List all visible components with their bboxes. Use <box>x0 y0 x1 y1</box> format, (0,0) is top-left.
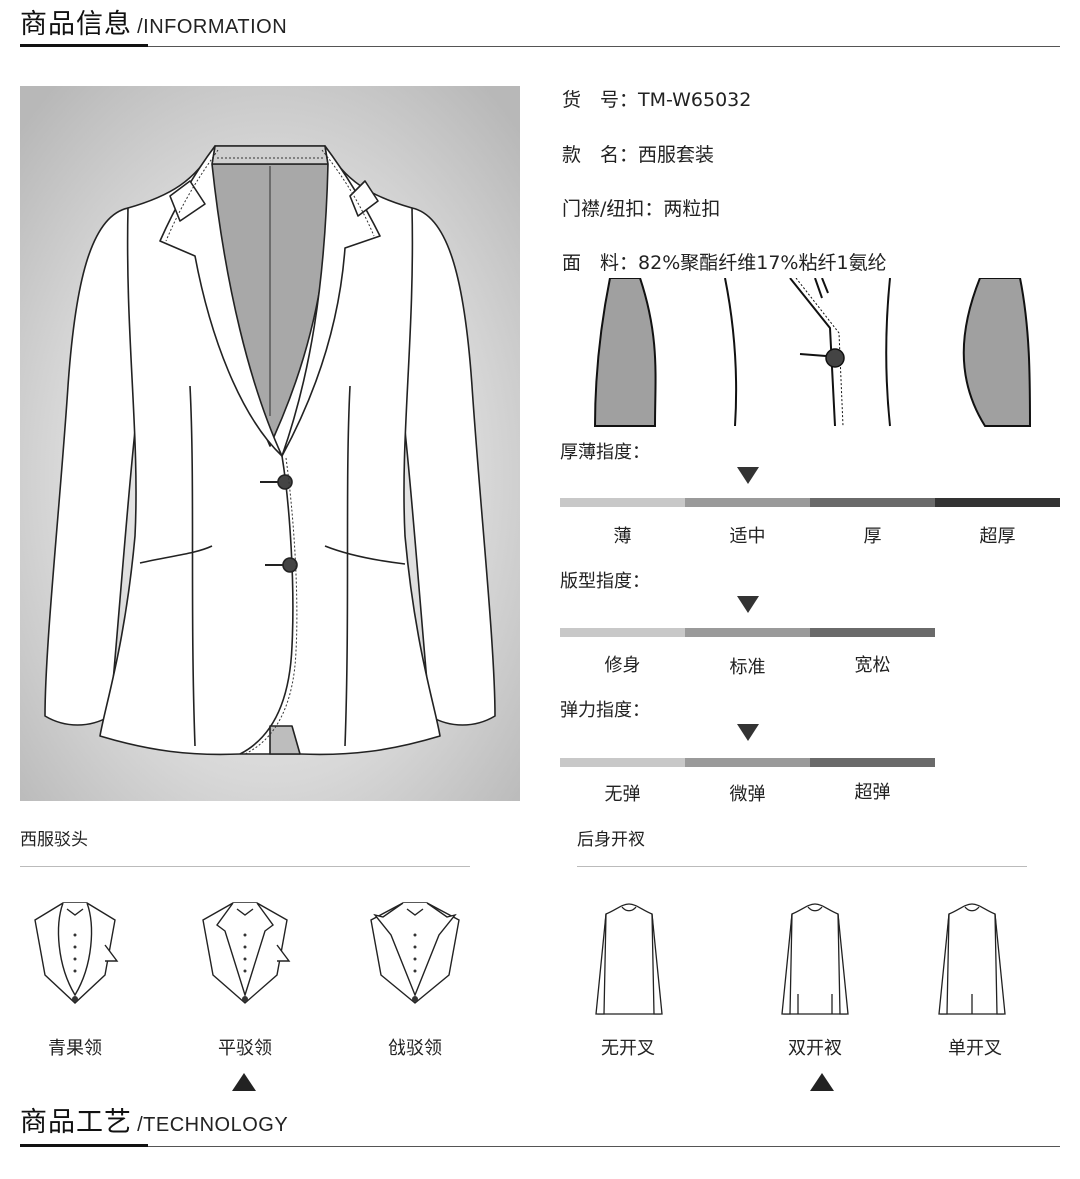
info-label-fabric: 面 料： <box>562 252 639 274</box>
thickness-seg-1 <box>685 498 810 507</box>
fit-label-standard: 标准 <box>729 657 766 678</box>
fit-label-loose: 宽松 <box>854 655 891 676</box>
collar-label-notch: 平驳领 <box>218 1038 272 1059</box>
technology-title-zh: 商品工艺 <box>20 1107 132 1138</box>
collar-divider <box>20 866 470 867</box>
info-value-fabric: 82%聚酯纤维17%粘纤1氨纶 <box>638 252 887 274</box>
info-label-closure: 门襟/纽扣： <box>562 198 664 220</box>
info-item-sku: 货 号：TM-W65032 <box>562 85 751 112</box>
thickness-label-extra-thick: 超厚 <box>979 526 1016 547</box>
collar-option-shawl <box>25 895 125 1005</box>
collar-option-peak <box>365 895 465 1005</box>
vent-option-double <box>778 902 852 1020</box>
info-label-style: 款 名： <box>562 144 639 166</box>
elasticity-label-high: 超弹 <box>854 782 891 803</box>
vent-option-none <box>592 902 666 1020</box>
vent-title: 后身开衩 <box>577 830 645 850</box>
technology-title-en: /TECHNOLOGY <box>137 1114 289 1136</box>
info-value-sku: TM-W65032 <box>638 89 752 111</box>
vent-label-double: 双开衩 <box>788 1038 842 1059</box>
vent-label-single: 单开叉 <box>948 1038 1002 1059</box>
fit-seg-0 <box>560 628 685 637</box>
detail-sketches <box>560 277 1060 428</box>
info-item-style: 款 名：西服套装 <box>562 140 714 167</box>
thickness-label-medium: 适中 <box>729 526 766 547</box>
thickness-indicator <box>560 467 1060 485</box>
technology-divider <box>20 1146 1060 1147</box>
fit-seg-1 <box>685 628 810 637</box>
thickness-title: 厚薄指度： <box>560 442 650 463</box>
collar-label-shawl: 青果领 <box>48 1038 102 1059</box>
thickness-label-thin: 薄 <box>613 526 632 547</box>
elasticity-title: 弹力指度： <box>560 700 650 721</box>
collar-option-notch <box>195 895 295 1005</box>
thickness-label-thick: 厚 <box>863 526 882 547</box>
vent-option-single <box>935 902 1009 1020</box>
collar-label-peak: 戗驳领 <box>388 1038 442 1059</box>
thickness-indicator-arrow <box>737 467 759 484</box>
info-value-style: 西服套装 <box>638 144 715 166</box>
info-label-sku: 货 号： <box>562 89 639 111</box>
fit-indicator-arrow <box>737 596 759 613</box>
vent-selected-arrow <box>810 1073 834 1091</box>
elasticity-seg-0 <box>560 758 685 767</box>
fit-label-slim: 修身 <box>604 655 641 676</box>
thickness-seg-2 <box>810 498 935 507</box>
info-item-fabric: 面 料：82%聚酯纤维17%粘纤1氨纶 <box>562 248 887 275</box>
vent-divider <box>577 866 1027 867</box>
info-item-closure: 门襟/纽扣：两粒扣 <box>562 194 720 221</box>
elasticity-seg-1 <box>685 758 810 767</box>
thickness-seg-0 <box>560 498 685 507</box>
jacket-illustration <box>20 86 520 801</box>
vent-label-none: 无开叉 <box>601 1038 655 1059</box>
info-header: 商品信息 /INFORMATION <box>20 2 287 42</box>
info-title-en: /INFORMATION <box>137 16 288 38</box>
elasticity-indicator-arrow <box>737 724 759 741</box>
elasticity-label-slight: 微弹 <box>729 784 766 805</box>
fit-seg-2 <box>810 628 935 637</box>
elasticity-label-none: 无弹 <box>604 784 641 805</box>
header-divider-accent <box>20 44 148 47</box>
technology-header: 商品工艺 /TECHNOLOGY <box>20 1100 288 1140</box>
collar-title: 西服驳头 <box>20 830 88 850</box>
fit-title: 版型指度： <box>560 571 650 592</box>
collar-selected-arrow <box>232 1073 256 1091</box>
info-value-closure: 两粒扣 <box>663 198 721 220</box>
elasticity-seg-2 <box>810 758 935 767</box>
info-title-zh: 商品信息 <box>20 9 132 40</box>
technology-divider-accent <box>20 1144 148 1147</box>
header-divider <box>20 46 1060 47</box>
thickness-seg-3 <box>935 498 1060 507</box>
